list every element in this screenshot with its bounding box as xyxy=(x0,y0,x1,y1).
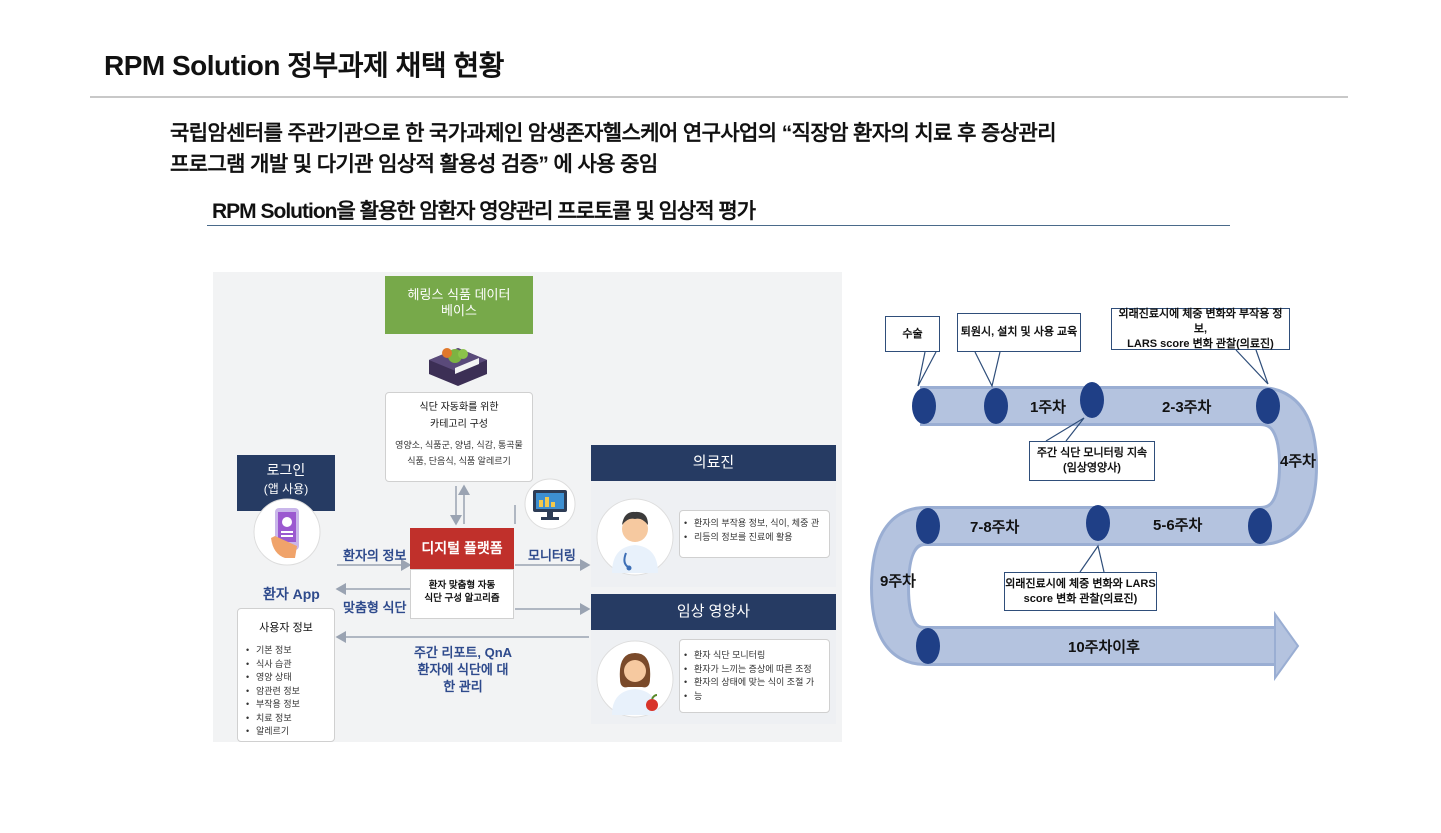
week-7-8-label: 7-8주차 xyxy=(970,519,1020,536)
surgery-callout: 수술 xyxy=(885,316,940,352)
outpatient-top-line-1: 외래진료시에 체중 변화와 부작용 정보, xyxy=(1118,307,1283,335)
patient-app-label: 환자 App xyxy=(263,586,320,602)
medical-staff-item: 리등의 정보를 진료에 활용 xyxy=(684,531,823,545)
platform-body-line-2: 식단 구성 알고리즘 xyxy=(424,593,500,604)
phone-hand-icon xyxy=(253,498,321,566)
weekly-monitor-line-2: (임상영양사) xyxy=(1063,462,1121,474)
track-arrowhead xyxy=(1274,610,1300,682)
medical-staff-header: 의료진 xyxy=(591,445,836,481)
week-2-3-label: 2-3주차 xyxy=(1162,399,1212,416)
timeline-node-week10 xyxy=(916,628,940,664)
week-5-6-label: 5-6주차 xyxy=(1153,517,1203,534)
week-10-plus-label: 10주차이후 xyxy=(1068,639,1140,656)
outpatient-mid-line-2: score 변화 관찰(의료진) xyxy=(1023,592,1138,605)
user-info-title: 사용자 정보 xyxy=(259,622,313,634)
weekly-report-line-1: 주간 리포트, QnA xyxy=(413,645,513,660)
weekly-report-line-3: 한 관리 xyxy=(443,679,483,694)
dietitian-item: 환자 식단 모니터링 xyxy=(684,649,823,663)
monitor-icon xyxy=(521,478,579,530)
dietitian-info-box: 환자 식단 모니터링 환자가 느끼는 증상에 따른 조정 환자의 상태에 맞는 … xyxy=(679,639,830,713)
food-category-line-2: 카테고리 구성 xyxy=(430,419,488,430)
dietitian-list: 환자 식단 모니터링 환자가 느끼는 증상에 따른 조정 환자의 상태에 맞는 … xyxy=(684,649,823,703)
dietitian-item: 환자가 느끼는 증상에 따른 조정 xyxy=(684,663,823,677)
discharge-callout: 퇴원시, 설치 및 사용 교육 xyxy=(957,313,1081,352)
login-subtitle: (앱 사용) xyxy=(263,482,309,496)
food-database-header: 헤링스 식품 데이터 베이스 xyxy=(385,276,533,334)
food-category-line-1: 식단 자동화를 위한 xyxy=(419,402,499,413)
weekly-report-line-2: 환자에 식단에 대 xyxy=(417,662,509,677)
platform-body-line-1: 환자 맞춤형 자동 xyxy=(428,580,496,591)
dietitian-item: 능 xyxy=(684,690,823,704)
nutrition-protocol-diagram: 헤링스 식품 데이터 베이스 식단 자동화를 위한 카테고리 구성 영양소, 식… xyxy=(213,272,842,742)
user-info-item: 알레르기 xyxy=(246,725,334,739)
timeline-node-week8 xyxy=(916,508,940,544)
doctor-icon xyxy=(596,497,674,577)
week-1-label: 1주차 xyxy=(1030,399,1066,416)
weekly-monitor-pointer xyxy=(1045,417,1085,442)
timeline-node-week7 xyxy=(1086,505,1110,541)
outpatient-top-line-2: LARS score 변화 관찰(의료진) xyxy=(1127,337,1274,350)
user-info-item: 영양 상태 xyxy=(246,671,334,685)
login-title: 로그인 xyxy=(266,462,306,478)
title-divider xyxy=(90,96,1348,98)
dietitian-header: 임상 영양사 xyxy=(591,594,836,630)
user-info-item: 치료 정보 xyxy=(246,712,334,726)
outpatient-mid-pointer xyxy=(1079,544,1105,573)
medical-staff-info-box: 환자의 부작용 정보, 식이, 체중 관 리등의 정보를 진료에 활용 xyxy=(679,510,830,558)
medical-staff-list: 환자의 부작용 정보, 식이, 체중 관 리등의 정보를 진료에 활용 xyxy=(684,517,823,544)
discharge-pointer xyxy=(974,351,1001,388)
outpatient-top-callout: 외래진료시에 체중 변화와 부작용 정보, LARS score 변화 관찰(의… xyxy=(1111,308,1290,350)
description-line-2: 프로그램 개발 및 다기관 임상적 활용성 검증” 에 사용 중임 xyxy=(170,153,658,176)
timeline-node-week1 xyxy=(1080,382,1104,418)
food-category-line-3: 영양소, 식품군, 양념, 식감, 통곡물 xyxy=(395,440,523,450)
subtitle-divider xyxy=(207,225,1230,226)
outpatient-top-pointer xyxy=(1235,349,1269,385)
digital-platform-header: 디지털 플랫폼 xyxy=(410,528,514,569)
timeline-track xyxy=(870,349,1318,682)
week-4-label: 4주차 xyxy=(1280,453,1316,470)
timeline-node-week3 xyxy=(1256,388,1280,424)
medical-staff-item: 환자의 부작용 정보, 식이, 체중 관 xyxy=(684,517,823,531)
outpatient-mid-line-1: 외래진료시에 체중 변화와 LARS xyxy=(1005,577,1156,590)
timeline-node-week6 xyxy=(1248,508,1272,544)
food-box-icon xyxy=(425,338,491,388)
outpatient-mid-callout: 외래진료시에 체중 변화와 LARS score 변화 관찰(의료진) xyxy=(1004,572,1157,611)
timeline-node-surgery xyxy=(912,388,936,424)
diagram-connectors xyxy=(335,484,591,643)
surgery-pointer xyxy=(917,351,937,387)
user-info-item: 부작용 정보 xyxy=(246,698,334,712)
weekly-report-label: 주간 리포트, QnA 환자에 식단에 대 한 관리 xyxy=(409,644,517,695)
treatment-timeline: 수술 퇴원시, 설치 및 사용 교육 외래진료시에 체중 변화와 부작용 정보,… xyxy=(870,300,1320,700)
login-header: 로그인 (앱 사용) xyxy=(237,455,335,511)
page-title: RPM Solution 정부과제 채택 현황 xyxy=(104,50,504,81)
food-category-line-4: 식품, 단음식, 식품 알레르기 xyxy=(407,456,511,466)
dietitian-item: 환자의 상태에 맞는 식이 조절 가 xyxy=(684,676,823,690)
custom-diet-label: 맞춤형 식단 xyxy=(343,600,407,615)
week-9-label: 9주차 xyxy=(880,573,916,590)
weekly-monitor-line-1: 주간 식단 모니터링 지속 xyxy=(1036,447,1148,459)
user-info-box: 사용자 정보 기본 정보식사 습관영양 상태암관련 정보부작용 정보치료 정보알… xyxy=(237,608,335,742)
section-subtitle: RPM Solution을 활용한 암환자 영양관리 프로토콜 및 임상적 평가 xyxy=(212,200,756,223)
user-info-item: 암관련 정보 xyxy=(246,685,334,699)
patient-info-label: 환자의 정보 xyxy=(343,548,407,563)
monitoring-label: 모니터링 xyxy=(528,548,576,563)
digital-platform-body: 환자 맞춤형 자동 식단 구성 알고리즘 xyxy=(410,569,514,619)
user-info-item: 기본 정보 xyxy=(246,644,334,658)
weekly-monitor-callout: 주간 식단 모니터링 지속 (임상영양사) xyxy=(1029,441,1155,481)
dietitian-icon xyxy=(596,639,674,719)
user-info-list: 기본 정보식사 습관영양 상태암관련 정보부작용 정보치료 정보알레르기 xyxy=(246,644,334,739)
timeline-node-discharge xyxy=(984,388,1008,424)
food-category-box: 식단 자동화를 위한 카테고리 구성 영양소, 식품군, 양념, 식감, 통곡물… xyxy=(385,392,533,482)
description-line-1: 국립암센터를 주관기관으로 한 국가과제인 암생존자헬스케어 연구사업의 “직장… xyxy=(170,122,1057,145)
user-info-item: 식사 습관 xyxy=(246,658,334,672)
